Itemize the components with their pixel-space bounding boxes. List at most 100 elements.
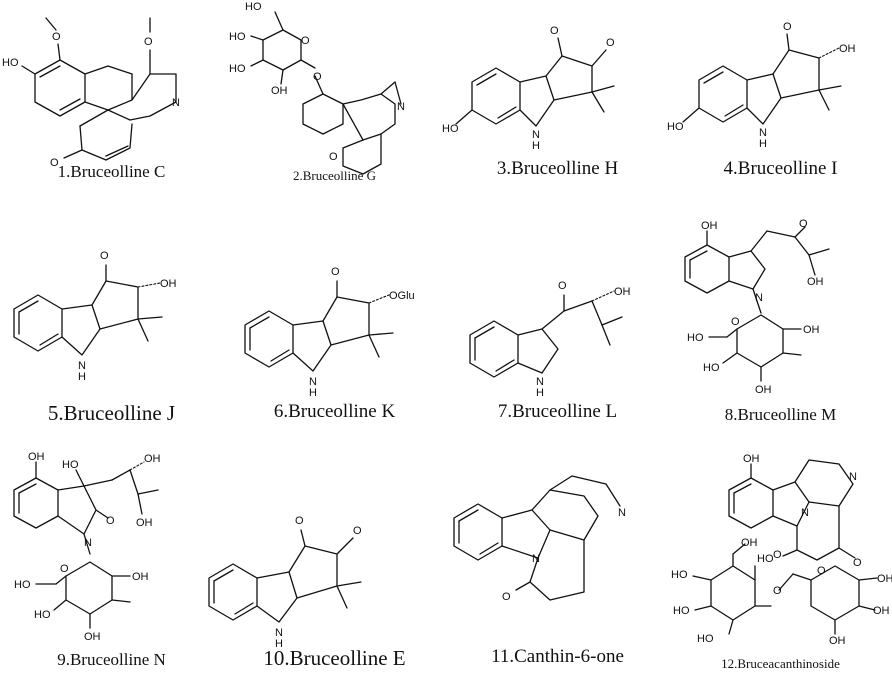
- atom-label: O: [799, 218, 808, 230]
- atom-label: O: [550, 25, 559, 37]
- atom-label: O: [50, 157, 59, 169]
- atom-label: OH: [803, 324, 820, 336]
- compound-12: OH N N O O OH HO O HO O OH HO OH HO OH 1…: [669, 450, 892, 675]
- compound-1: O O HO N O 1.Bruceolline C: [0, 0, 223, 225]
- compound-caption: 11.Canthin-6-one: [491, 646, 624, 667]
- atom-label: HO: [442, 123, 459, 135]
- atom-label: OH: [136, 517, 153, 529]
- atom-label: N: [397, 101, 405, 113]
- compound-8: OH O OH N O OH HO HO OH 8.Bruceolline M: [669, 218, 892, 450]
- atom-label: HO: [34, 609, 51, 621]
- atom-label: O: [331, 266, 340, 278]
- atom-label: OH: [28, 451, 45, 463]
- atom-label: HO: [2, 57, 19, 69]
- compound-11: N N O 11.Canthin-6-one: [446, 450, 669, 675]
- atom-label: OH: [839, 43, 856, 55]
- atom-label: O: [295, 515, 304, 527]
- structure-canthin-6-one: N N O: [453, 475, 626, 603]
- atom-label: HO: [14, 579, 31, 591]
- atom-label: N: [172, 97, 180, 109]
- atom-label: O: [773, 549, 782, 561]
- atom-label: OH: [701, 220, 718, 232]
- atom-label: N: [849, 471, 857, 483]
- compound-caption: 7.Bruceolline L: [497, 401, 618, 422]
- atom-label: HO: [703, 362, 720, 374]
- atom-label: O: [783, 21, 792, 33]
- structure-bruceolline-n: OH HO OH OH O N O OH HO HO OH: [13, 451, 161, 643]
- structure-bruceolline-g: HO HO HO OH O O N O: [229, 1, 405, 175]
- compound-caption: 12.Bruceacanthinoside: [721, 656, 840, 671]
- atom-label: HO: [62, 459, 79, 471]
- atom-label: O: [144, 36, 153, 48]
- atom-label: O: [329, 151, 338, 163]
- compound-9: OH HO OH OH O N O OH HO HO OH 9.Bruceoll…: [0, 450, 223, 675]
- atom-label: HO: [229, 31, 246, 43]
- atom-label: N: [618, 507, 626, 519]
- compound-caption: 3.Bruceolline H: [496, 158, 619, 179]
- atom-label: OH: [160, 278, 177, 290]
- atom-label: OGlu: [389, 290, 415, 302]
- atom-label: O: [52, 31, 61, 43]
- atom-label: N: [801, 507, 809, 519]
- atom-label: O: [353, 525, 362, 537]
- compound-caption: 4.Bruceolline I: [723, 158, 838, 179]
- atom-label: O: [301, 35, 310, 47]
- atom-label: HO: [671, 569, 688, 581]
- atom-label: O: [60, 563, 69, 575]
- atom-label: HO: [673, 605, 690, 617]
- compound-caption: 1.Bruceolline C: [57, 162, 166, 181]
- atom-label: OH: [877, 573, 892, 585]
- atom-label: OH: [271, 85, 288, 97]
- atom-label: N: [84, 537, 92, 549]
- atom-label: N: [532, 553, 540, 565]
- atom-label: OH: [614, 286, 631, 298]
- atom-label: O: [502, 591, 511, 603]
- atom-label: HO: [687, 332, 704, 344]
- atom-label: O: [313, 71, 322, 83]
- atom-label: OH: [132, 571, 149, 583]
- atom-label: HO: [245, 1, 262, 13]
- compound-caption: 9.Bruceolline N: [57, 650, 166, 669]
- compound-caption: 6.Bruceolline K: [273, 401, 396, 422]
- atom-label: O: [853, 557, 862, 569]
- compound-2: HO HO HO OH O O N O 2.Bruceolline G: [223, 0, 446, 225]
- atom-label: N: [755, 292, 763, 304]
- atom-label: O: [106, 515, 115, 527]
- atom-label: O: [817, 565, 826, 577]
- atom-label: O: [100, 250, 109, 262]
- atom-label: HO: [229, 63, 246, 75]
- atom-label: HO: [757, 553, 774, 565]
- atom-label: OH: [807, 276, 824, 288]
- structure-bruceolline-c: O O HO N O: [2, 17, 180, 169]
- atom-label: HO: [697, 633, 714, 645]
- atom-label: O: [558, 280, 567, 292]
- compound-caption: 5.Bruceolline J: [47, 401, 176, 425]
- atom-label: O: [606, 37, 615, 49]
- atom-label: OH: [741, 537, 758, 549]
- structure-bruceolline-m: OH O OH N O OH HO HO OH: [684, 218, 830, 396]
- compound-caption: 2.Bruceolline G: [292, 168, 377, 183]
- atom-label: HO: [667, 121, 684, 133]
- atom-label: OH: [829, 635, 846, 647]
- atom-label: OH: [743, 453, 760, 465]
- atom-label: OH: [873, 605, 890, 617]
- atom-label: OH: [84, 631, 101, 643]
- atom-label: O: [773, 585, 782, 597]
